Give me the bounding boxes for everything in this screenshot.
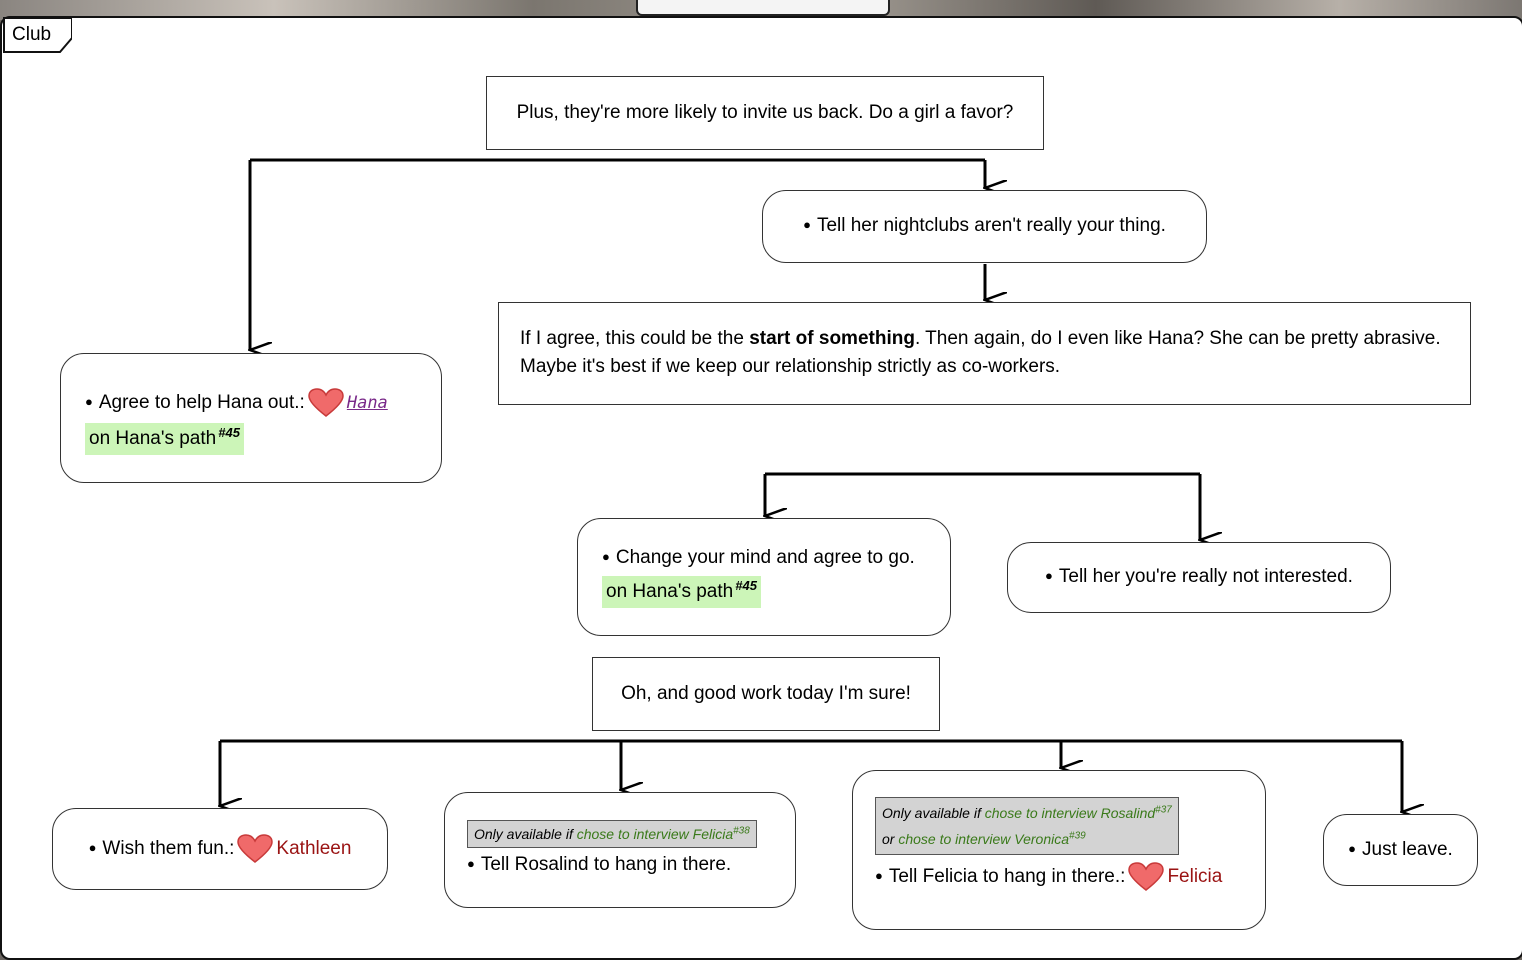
thought-pre: If I agree, this could be the	[520, 328, 750, 349]
choice-not-interested[interactable]: Tell her you're really not interested.	[1007, 542, 1391, 613]
choice-text: Tell her nightclubs aren't really your t…	[803, 211, 1166, 242]
path-text: on Hana's path	[89, 428, 217, 449]
condition-ref-2[interactable]: #39	[1069, 830, 1086, 842]
hana-link[interactable]: Hana	[346, 393, 388, 413]
node-good-work: Oh, and good work today I'm sure!	[592, 657, 940, 731]
condition-box: Only available if chose to interview Ros…	[875, 797, 1179, 855]
choice-tell-rosalind[interactable]: Only available if chose to interview Fel…	[444, 792, 796, 908]
heart-icon	[308, 388, 344, 417]
choice-tell-felicia[interactable]: Only available if chose to interview Ros…	[852, 770, 1266, 930]
path-ref[interactable]: #45	[735, 577, 757, 593]
frame-label-tab	[3, 17, 72, 53]
choice-text: Change your mind and agree to go.	[602, 547, 915, 568]
node-text: Oh, and good work today I'm sure!	[621, 683, 911, 704]
condition-link[interactable]: chose to interview Felicia	[576, 826, 734, 842]
thought-post: . Then again, do I even like Hana? She c…	[520, 328, 1441, 377]
character-name: Kathleen	[276, 838, 352, 859]
choice-change-mind-agree[interactable]: Change your mind and agree to go. on Han…	[577, 518, 951, 636]
node-thought-start-of-something: If I agree, this could be the start of s…	[498, 302, 1471, 405]
character-name: Felicia	[1167, 866, 1223, 887]
choice-agree-help-hana[interactable]: Agree to help Hana out.: Hana on Hana's p…	[60, 353, 442, 483]
node-text: Plus, they're more likely to invite us b…	[516, 102, 1014, 123]
condition-prefix: Only available if	[882, 805, 985, 821]
choice-nightclubs-not-your-thing[interactable]: Tell her nightclubs aren't really your t…	[762, 190, 1207, 263]
choice-text: Tell Felicia to hang in there.:	[875, 866, 1126, 887]
choice-text: Just leave.	[1348, 835, 1453, 866]
thought-bold: start of something	[749, 328, 915, 349]
path-tag: on Hana's path#45	[602, 576, 761, 608]
condition-link-2[interactable]: chose to interview Veronica	[898, 831, 1070, 847]
choice-text: Tell her you're really not interested.	[1045, 562, 1353, 593]
top-tab[interactable]	[636, 0, 890, 16]
condition-link[interactable]: chose to interview Rosalind	[984, 805, 1156, 821]
choice-text: Agree to help Hana out.:	[85, 392, 305, 413]
choice-wish-them-fun[interactable]: Wish them fun.: Kathleen	[52, 808, 388, 890]
path-tag: on Hana's path#45	[85, 423, 244, 455]
choice-text: Wish them fun.:	[89, 834, 234, 865]
condition-box: Only available if chose to interview Fel…	[467, 820, 757, 848]
condition-prefix: Only available if	[474, 826, 577, 842]
choice-text: Tell Rosalind to hang in there.	[467, 854, 731, 875]
condition-or: or	[882, 831, 899, 847]
choice-just-leave[interactable]: Just leave.	[1323, 814, 1478, 886]
condition-ref[interactable]: #37	[1155, 804, 1172, 816]
path-text: on Hana's path	[606, 581, 734, 602]
node-prompt-favor: Plus, they're more likely to invite us b…	[486, 76, 1044, 150]
heart-icon	[1128, 862, 1165, 891]
heart-icon	[237, 834, 274, 863]
path-ref[interactable]: #45	[218, 424, 240, 440]
frame-label: Club	[12, 24, 52, 45]
condition-ref[interactable]: #38	[733, 825, 750, 837]
